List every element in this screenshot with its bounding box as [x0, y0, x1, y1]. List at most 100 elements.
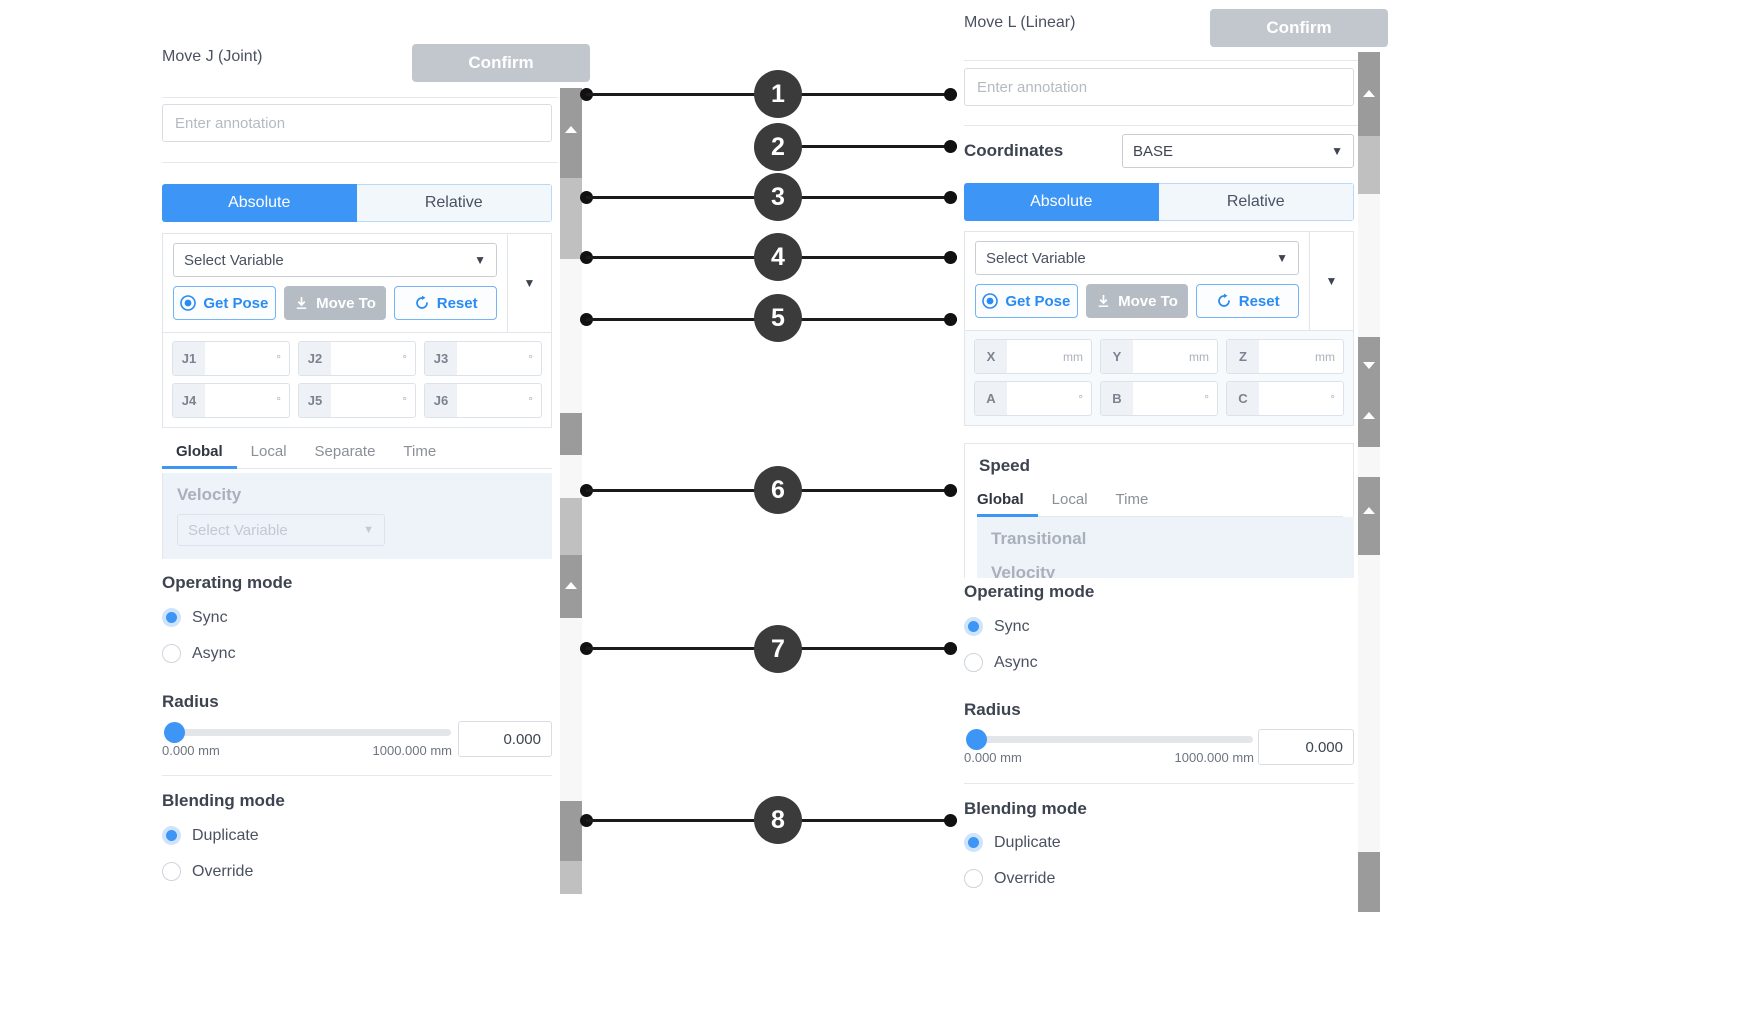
joint-value[interactable]	[205, 342, 276, 375]
tab-absolute[interactable]: Absolute	[964, 183, 1159, 221]
slider-knob[interactable]	[164, 722, 185, 743]
move-j-radius-value[interactable]: 0.000	[458, 721, 552, 757]
radio-async[interactable]	[964, 653, 983, 672]
move-j-variable-select[interactable]: Select Variable ▼	[173, 243, 497, 277]
move-j-confirm-button[interactable]: Confirm	[412, 44, 590, 82]
radio-duplicate[interactable]	[964, 833, 983, 852]
move-l-move-to-button[interactable]: Move To	[1085, 284, 1189, 318]
scrollbar-track-middle[interactable]	[560, 498, 582, 555]
scrollbar-thumb-bottom[interactable]	[1358, 852, 1380, 912]
move-j-operating-mode-async[interactable]: Async	[162, 644, 236, 663]
coord-value[interactable]	[1007, 340, 1063, 373]
move-j-blending-override[interactable]: Override	[162, 862, 253, 881]
coord-field-y[interactable]: Y mm	[1100, 339, 1218, 374]
radio-override[interactable]	[964, 869, 983, 888]
coord-value[interactable]	[1133, 382, 1204, 415]
move-l-get-pose-button[interactable]: Get Pose	[975, 284, 1078, 318]
move-j-expand-toggle[interactable]: ▼	[507, 234, 551, 332]
slider-track[interactable]	[164, 729, 451, 736]
scrollbar-thumb-middle[interactable]	[1358, 337, 1380, 447]
move-j-blending-mode-title: Blending mode	[162, 791, 285, 810]
coord-field-c[interactable]: C °	[1226, 381, 1344, 416]
move-l-blending-override[interactable]: Override	[964, 869, 1055, 888]
move-j-reset-button[interactable]: Reset	[394, 286, 498, 320]
joint-value[interactable]	[331, 384, 402, 417]
scrollbar-thumb-middle[interactable]	[560, 413, 582, 455]
slider-knob[interactable]	[966, 729, 987, 750]
joint-field-j6[interactable]: J6 °	[424, 383, 542, 418]
move-j-move-to-button[interactable]: Move To	[283, 286, 387, 320]
scrollbar-thumb-upper[interactable]	[560, 88, 582, 178]
move-j-mode-toggle[interactable]: Absolute Relative	[162, 184, 552, 222]
tab-separate[interactable]: Separate	[314, 443, 376, 460]
scrollbar-thumb-lower[interactable]	[1358, 477, 1380, 555]
scrollbar-thumb-lower[interactable]	[560, 555, 582, 618]
move-l-coordinates-select[interactable]: BASE ▼	[1122, 134, 1354, 168]
scroll-up-arrow-icon[interactable]	[565, 126, 577, 133]
joint-field-j5[interactable]: J5 °	[298, 383, 416, 418]
move-j-speed-tabs[interactable]: Global Local Separate Time	[162, 436, 552, 469]
radio-sync[interactable]	[964, 617, 983, 636]
coord-field-x[interactable]: X mm	[974, 339, 1092, 374]
radio-duplicate[interactable]	[162, 826, 181, 845]
radio-override[interactable]	[162, 862, 181, 881]
joint-field-j2[interactable]: J2 °	[298, 341, 416, 376]
move-l-variable-select[interactable]: Select Variable ▼	[975, 241, 1299, 275]
joint-value[interactable]	[457, 342, 528, 375]
scroll-up-arrow-icon[interactable]	[1363, 90, 1375, 97]
move-j-annotation-input[interactable]	[162, 104, 552, 142]
scrollbar-thumb-upper[interactable]	[1358, 52, 1380, 136]
joint-field-j3[interactable]: J3 °	[424, 341, 542, 376]
coord-field-z[interactable]: Z mm	[1226, 339, 1344, 374]
move-l-operating-mode-sync[interactable]: Sync	[964, 617, 1030, 636]
radio-sync[interactable]	[162, 608, 181, 627]
joint-value[interactable]	[457, 384, 528, 417]
move-l-radius-slider[interactable]	[966, 729, 1253, 750]
coord-field-a[interactable]: A °	[974, 381, 1092, 416]
move-l-blending-duplicate[interactable]: Duplicate	[964, 833, 1061, 852]
tab-global[interactable]: Global	[977, 484, 1038, 517]
tab-time[interactable]: Time	[1115, 491, 1149, 508]
move-l-annotation-input[interactable]	[964, 68, 1354, 106]
move-l-speed-tabs[interactable]: Global Local Time	[977, 484, 1343, 517]
tab-absolute[interactable]: Absolute	[162, 184, 357, 222]
joint-value[interactable]	[205, 384, 276, 417]
joint-field-j1[interactable]: J1 °	[172, 341, 290, 376]
scroll-up-arrow-icon[interactable]	[565, 582, 577, 589]
coord-field-b[interactable]: B °	[1100, 381, 1218, 416]
joint-field-j4[interactable]: J4 °	[172, 383, 290, 418]
scrollbar-track-bottom[interactable]	[560, 861, 582, 894]
coord-value[interactable]	[1007, 382, 1078, 415]
move-j-scrollbar[interactable]	[560, 88, 582, 894]
tab-relative[interactable]: Relative	[356, 184, 552, 222]
slider-track[interactable]	[966, 736, 1253, 743]
coord-value[interactable]	[1259, 382, 1330, 415]
tab-local[interactable]: Local	[250, 443, 287, 460]
move-j-radius-slider[interactable]	[164, 722, 451, 743]
scroll-down-arrow-icon[interactable]	[1363, 362, 1375, 369]
tab-relative[interactable]: Relative	[1158, 183, 1354, 221]
coord-value[interactable]	[1133, 340, 1189, 373]
scrollbar-thumb-bottom[interactable]	[560, 801, 582, 861]
move-l-scrollbar[interactable]	[1358, 52, 1380, 912]
move-l-confirm-button[interactable]: Confirm	[1210, 9, 1388, 47]
move-j-get-pose-button[interactable]: Get Pose	[173, 286, 276, 320]
move-l-reset-button[interactable]: Reset	[1196, 284, 1300, 318]
scrollbar-track-upper[interactable]	[1358, 136, 1380, 194]
scrollbar-track-upper[interactable]	[560, 178, 582, 259]
radio-async[interactable]	[162, 644, 181, 663]
scroll-up-arrow-icon[interactable]	[1363, 412, 1375, 419]
tab-time[interactable]: Time	[403, 443, 437, 460]
tab-local[interactable]: Local	[1051, 491, 1088, 508]
velocity-variable-select[interactable]: Select Variable ▼	[177, 514, 385, 546]
move-j-blending-duplicate[interactable]: Duplicate	[162, 826, 259, 845]
joint-value[interactable]	[331, 342, 402, 375]
move-l-radius-value[interactable]: 0.000	[1258, 729, 1354, 765]
scroll-up-arrow-icon[interactable]	[1363, 507, 1375, 514]
move-l-operating-mode-async[interactable]: Async	[964, 653, 1038, 672]
tab-global[interactable]: Global	[162, 436, 237, 469]
move-j-operating-mode-sync[interactable]: Sync	[162, 608, 228, 627]
move-l-expand-toggle[interactable]: ▼	[1309, 232, 1353, 330]
move-l-mode-toggle[interactable]: Absolute Relative	[964, 183, 1354, 221]
coord-value[interactable]	[1259, 340, 1315, 373]
